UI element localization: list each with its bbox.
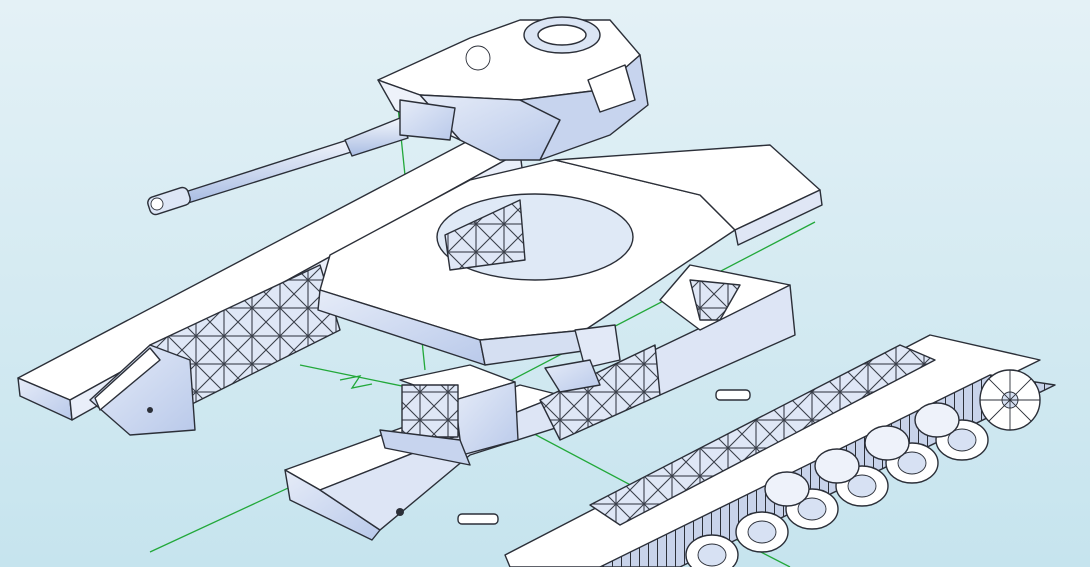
upper-hull[interactable] — [317, 144, 823, 366]
turret[interactable] — [377, 16, 649, 161]
left-frame-truss[interactable] — [89, 264, 341, 436]
road-wheel — [685, 534, 739, 567]
road-wheel — [864, 425, 910, 461]
engine[interactable] — [379, 364, 519, 466]
road-wheel — [764, 471, 810, 507]
road-wheel — [914, 402, 960, 438]
driver-seat[interactable] — [544, 324, 621, 393]
road-wheel — [735, 511, 789, 553]
road-wheel — [814, 448, 860, 484]
gun-barrel[interactable] — [146, 117, 409, 216]
axle-pins — [457, 389, 751, 525]
road-wheels[interactable] — [685, 402, 989, 567]
drive-sprocket[interactable] — [979, 369, 1041, 431]
